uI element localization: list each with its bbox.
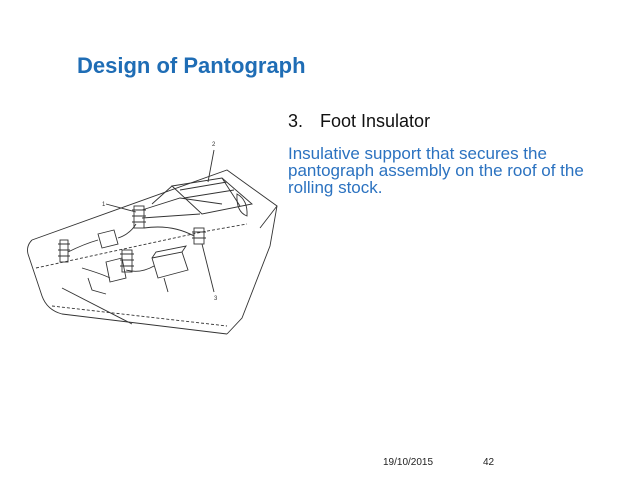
figure-callout-1: 1 bbox=[102, 202, 106, 208]
footer-date: 19/10/2015 bbox=[383, 457, 434, 468]
item-description: Insulative support that secures the pant… bbox=[288, 144, 584, 197]
list-item-foot-insulator: 3. Foot Insulator bbox=[288, 111, 430, 132]
list-item-label: Foot Insulator bbox=[320, 111, 431, 131]
slide-title: Design of Pantograph bbox=[77, 53, 306, 78]
figure-callout-2: 2 bbox=[212, 142, 216, 148]
list-item-number: 3. bbox=[288, 111, 304, 131]
page-number: 42 bbox=[483, 457, 495, 468]
figure-callout-3: 3 bbox=[214, 296, 218, 302]
pantograph-roof-diagram: 1 2 3 bbox=[27, 142, 278, 335]
